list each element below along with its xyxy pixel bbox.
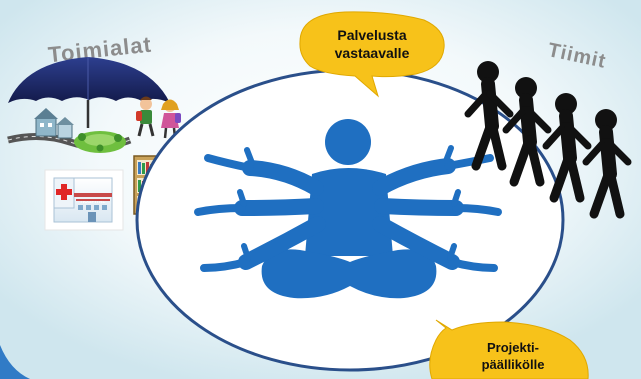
- bubble-top-line2: vastaavalle: [335, 45, 410, 61]
- bubble-top-line1: Palvelusta: [337, 27, 406, 43]
- hospital-sign: HOSPITAL: [81, 199, 106, 205]
- speech-bubble-service-owner: Palvelusta vastaavalle: [299, 11, 445, 98]
- people-chain-icon: [464, 61, 632, 219]
- hospital-icon: HOSPITAL: [44, 169, 124, 231]
- bubble-bottom-line2: päällikölle: [482, 357, 545, 372]
- team-member-figure: [582, 109, 632, 219]
- children-icon: [136, 96, 181, 139]
- multi-arm-person-icon: [194, 119, 502, 299]
- team-member-figure: [502, 77, 552, 187]
- speech-bubble-project-manager: Projekti- päällikölle: [429, 319, 589, 379]
- ground-scene: [7, 131, 132, 153]
- team-member-figure: [542, 93, 592, 203]
- corner-accent: [0, 345, 30, 379]
- bubble-bottom-line1: Projekti-: [487, 340, 539, 355]
- team-member-figure: [464, 61, 514, 171]
- houses-icon: [34, 108, 74, 139]
- umbrella-icon: [8, 57, 170, 128]
